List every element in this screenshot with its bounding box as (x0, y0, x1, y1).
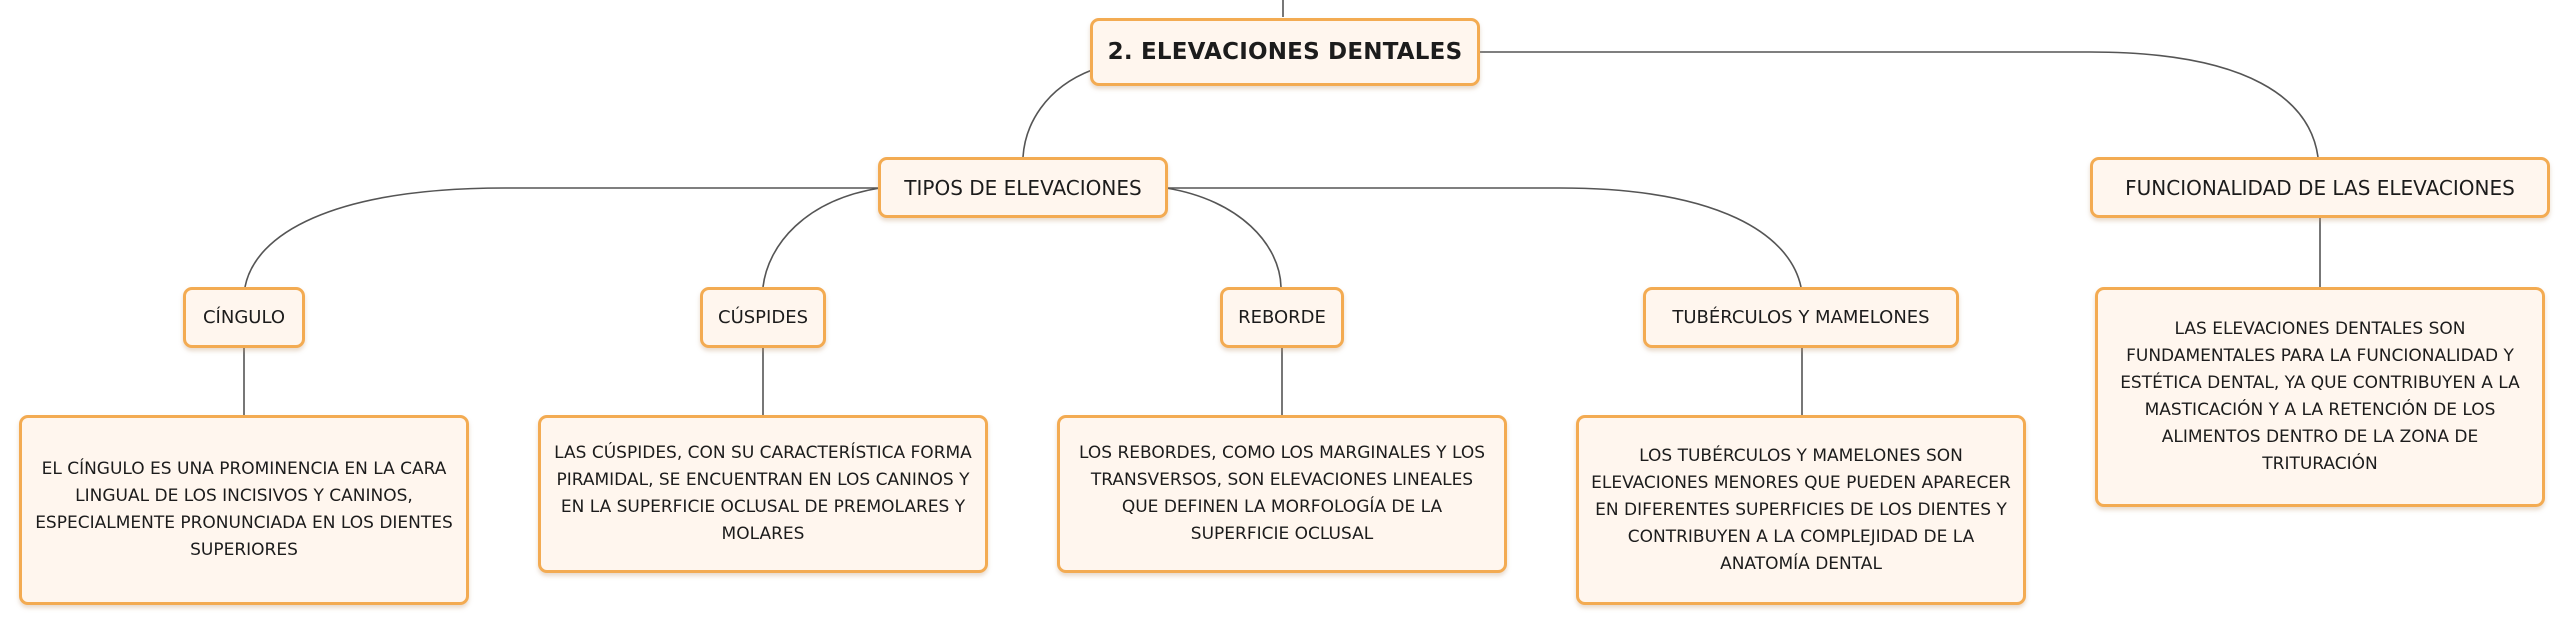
description-text: EL CÍNGULO ES UNA PROMINENCIA EN LA CARA… (35, 459, 453, 560)
branch-node-label: FUNCIONALIDAD DE LAS ELEVACIONES (2125, 175, 2515, 200)
branch-node-funcionalidad[interactable]: FUNCIONALIDAD DE LAS ELEVACIONES (2090, 157, 2550, 218)
root-node-label: 2. ELEVACIONES DENTALES (1107, 39, 1463, 65)
description-node-funcionalidad[interactable]: LAS ELEVACIONES DENTALES SON FUNDAMENTAL… (2095, 287, 2545, 507)
type-node-reborde[interactable]: REBORDE (1220, 287, 1344, 348)
description-text: LOS TUBÉRCULOS Y MAMELONES SON ELEVACION… (1591, 445, 2011, 574)
connector-root-funcionalidad (1480, 51, 2319, 158)
description-node-tuberculos[interactable]: LOS TUBÉRCULOS Y MAMELONES SON ELEVACION… (1576, 415, 2026, 605)
description-node-cingulo[interactable]: EL CÍNGULO ES UNA PROMINENCIA EN LA CARA… (19, 415, 469, 605)
type-node-cingulo[interactable]: CÍNGULO (183, 287, 305, 348)
description-text: LOS REBORDES, COMO LOS MARGINALES Y LOS … (1079, 443, 1485, 544)
type-node-label: CÚSPIDES (718, 307, 808, 328)
connector-tipos-cuspides (762, 187, 881, 288)
connector-tipos-tuberculos (1166, 187, 1802, 288)
type-node-tuberculos-y-mamelones[interactable]: TUBÉRCULOS Y MAMELONES (1643, 287, 1959, 348)
connector-root-tipos (1022, 69, 1093, 158)
root-node-elevaciones-dentales[interactable]: 2. ELEVACIONES DENTALES (1090, 18, 1480, 86)
type-node-label: CÍNGULO (202, 307, 286, 328)
type-node-cuspides[interactable]: CÚSPIDES (700, 287, 826, 348)
connector-tipos-reborde (1165, 187, 1282, 288)
description-text: LAS ELEVACIONES DENTALES SON FUNDAMENTAL… (2120, 319, 2520, 474)
branch-node-tipos-de-elevaciones[interactable]: TIPOS DE ELEVACIONES (878, 157, 1168, 218)
description-text: LAS CÚSPIDES, CON SU CARACTERÍSTICA FORM… (554, 443, 972, 544)
type-node-label: REBORDE (1238, 307, 1326, 328)
branch-node-label: TIPOS DE ELEVACIONES (904, 175, 1142, 200)
description-node-cuspides[interactable]: LAS CÚSPIDES, CON SU CARACTERÍSTICA FORM… (538, 415, 988, 573)
type-node-label: TUBÉRCULOS Y MAMELONES (1672, 307, 1930, 328)
connector-tipos-cingulo (244, 187, 880, 288)
description-node-reborde[interactable]: LOS REBORDES, COMO LOS MARGINALES Y LOS … (1057, 415, 1507, 573)
